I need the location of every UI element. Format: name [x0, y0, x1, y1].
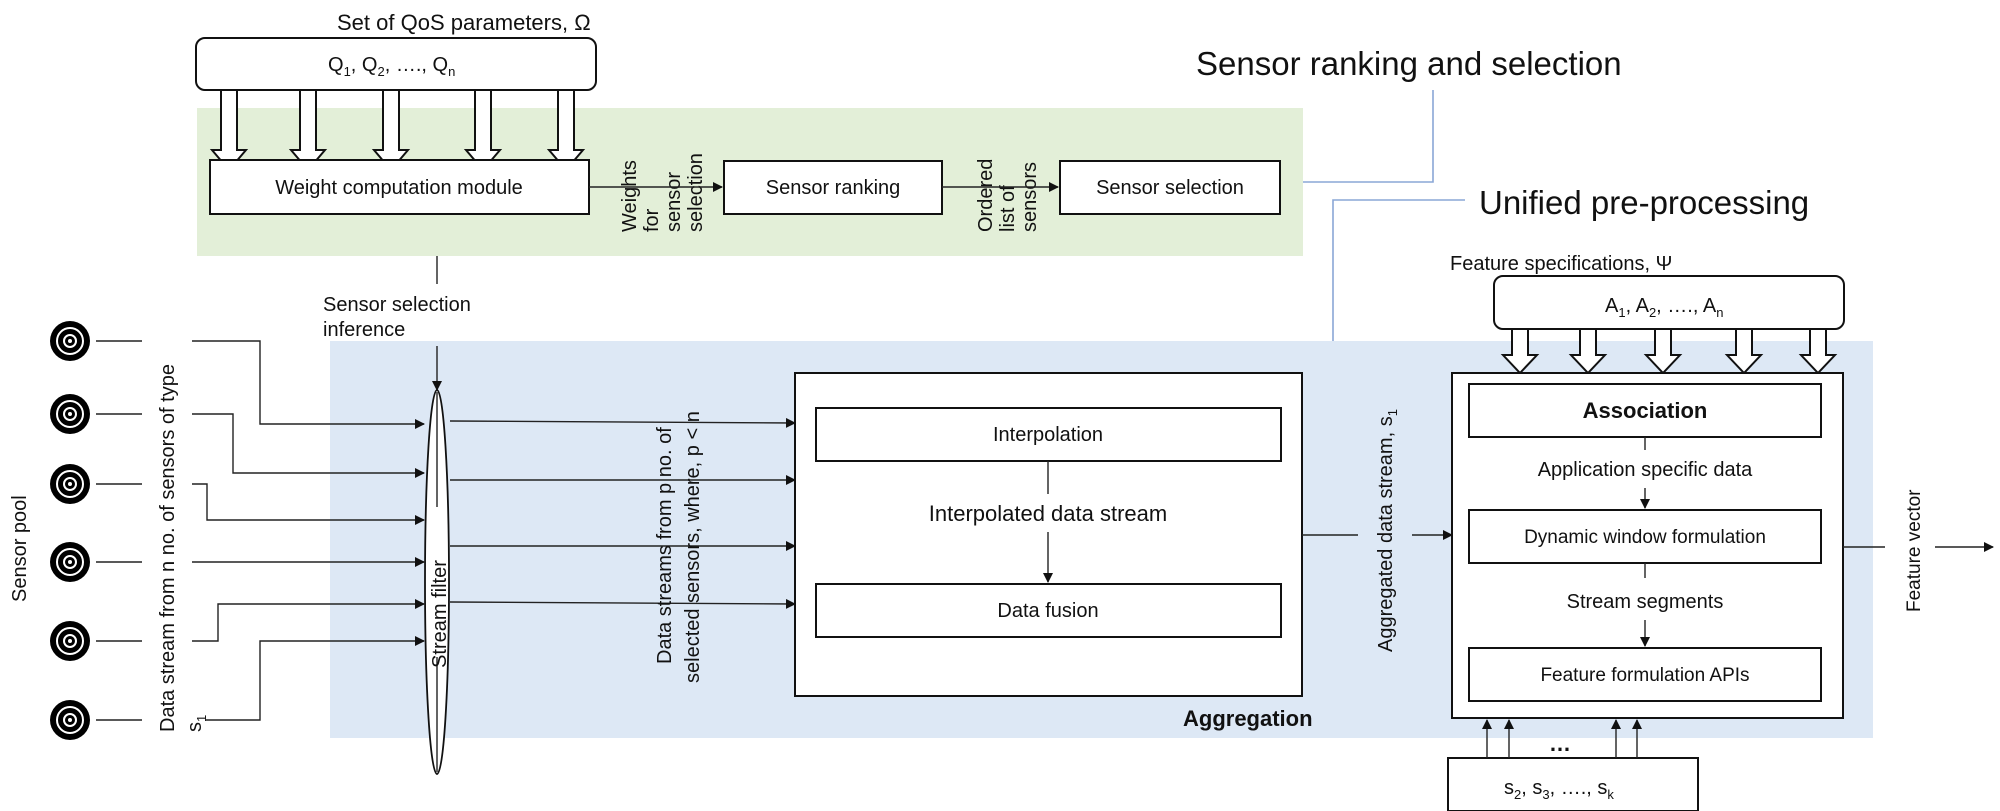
filter-output-streams — [449, 417, 796, 609]
sensor-pool — [50, 321, 90, 740]
sensor-pool-label: Sensor pool — [9, 495, 31, 602]
sensor-stream-label: Data stream from n no. of sensors of typ… — [157, 364, 179, 732]
sensor-icon — [50, 621, 90, 661]
inference-label-line1: Sensor selection — [323, 294, 471, 316]
stream-segments-label: Stream segments — [1567, 591, 1724, 613]
qos-parameter-list: Q1, Q2, …., Qn — [328, 54, 455, 79]
sensor-stream-routes — [192, 340, 425, 721]
feature-spec-arrows — [1500, 328, 1838, 375]
association-label: Association — [1583, 398, 1708, 423]
svg-text:sensor: sensor — [663, 172, 685, 232]
feature-spec-list: A1, A2, …., An — [1605, 295, 1723, 320]
svg-text:list of: list of — [997, 185, 1019, 232]
other-streams-box — [1447, 757, 1699, 811]
sensor-icon — [50, 464, 90, 504]
svg-text:Weights: Weights — [619, 160, 641, 232]
selected-streams-label-line1: Data streams from p no. of — [654, 427, 676, 664]
interpolated-stream-label: Interpolated data stream — [929, 501, 1167, 526]
stream-filter-label-bg — [428, 507, 446, 657]
other-streams-ellipsis: … — [1549, 731, 1571, 756]
qos-heading: Set of QoS parameters, Ω — [337, 10, 591, 35]
sensor-selection-label: Sensor selection — [1096, 177, 1244, 199]
sensor-icon — [50, 700, 90, 740]
feature-vector-label: Feature vector — [1904, 489, 1925, 612]
sensor-pool-lines — [96, 340, 142, 721]
preprocessing-title-connector — [1332, 199, 1465, 341]
app-data-label: Application specific data — [1538, 459, 1753, 481]
interpolation-label: Interpolation — [993, 424, 1103, 446]
feature-spec-heading: Feature specifications, Ψ — [1450, 253, 1672, 275]
svg-text:for: for — [641, 208, 663, 232]
stream-filter-label: Stream filter — [429, 560, 451, 668]
other-streams-list: s2, s3, …., sk — [1504, 777, 1614, 802]
ranking-title-connector — [1303, 90, 1434, 183]
feature-apis-label: Feature formulation APIs — [1540, 665, 1749, 686]
ordered-list-label: Ordered list of sensors — [975, 159, 1041, 232]
sensor-selection-box — [1059, 160, 1281, 215]
svg-text:Ordered: Ordered — [975, 159, 997, 232]
sensor-icon — [50, 542, 90, 582]
other-streams-arrows — [1482, 719, 1642, 758]
dynamic-window-label: Dynamic window formulation — [1524, 527, 1766, 548]
title-ranking-selection: Sensor ranking and selection — [1196, 45, 1622, 82]
sensor-type-label: s1 — [184, 715, 209, 732]
association-box — [1468, 383, 1822, 438]
sensor-ranking-box — [723, 160, 943, 215]
feature-apis-box — [1468, 647, 1822, 702]
interpolation-box — [815, 407, 1282, 462]
aggregation-label: Aggregation — [1183, 706, 1313, 731]
weight-computation-module — [209, 159, 590, 215]
sensor-icon — [50, 321, 90, 361]
sensor-ranking-label: Sensor ranking — [766, 177, 901, 199]
svg-text:sensors: sensors — [1019, 162, 1041, 232]
dynamic-window-box — [1468, 509, 1822, 564]
inference-label-line2: inference — [323, 319, 405, 341]
selected-streams-label-line2: selected sensors, where, p < n — [682, 411, 704, 683]
sensor-icon — [50, 394, 90, 434]
data-fusion-label: Data fusion — [997, 600, 1098, 622]
aggregated-output-label: Aggregated data stream, s1 — [1375, 409, 1400, 652]
weight-computation-label: Weight computation module — [275, 177, 523, 199]
svg-text:selection: selection — [685, 153, 707, 232]
weights-for-selection-label: Weights for sensor selection — [619, 153, 707, 232]
data-fusion-box — [815, 583, 1282, 638]
title-unified-preprocessing: Unified pre-processing — [1479, 184, 1809, 221]
